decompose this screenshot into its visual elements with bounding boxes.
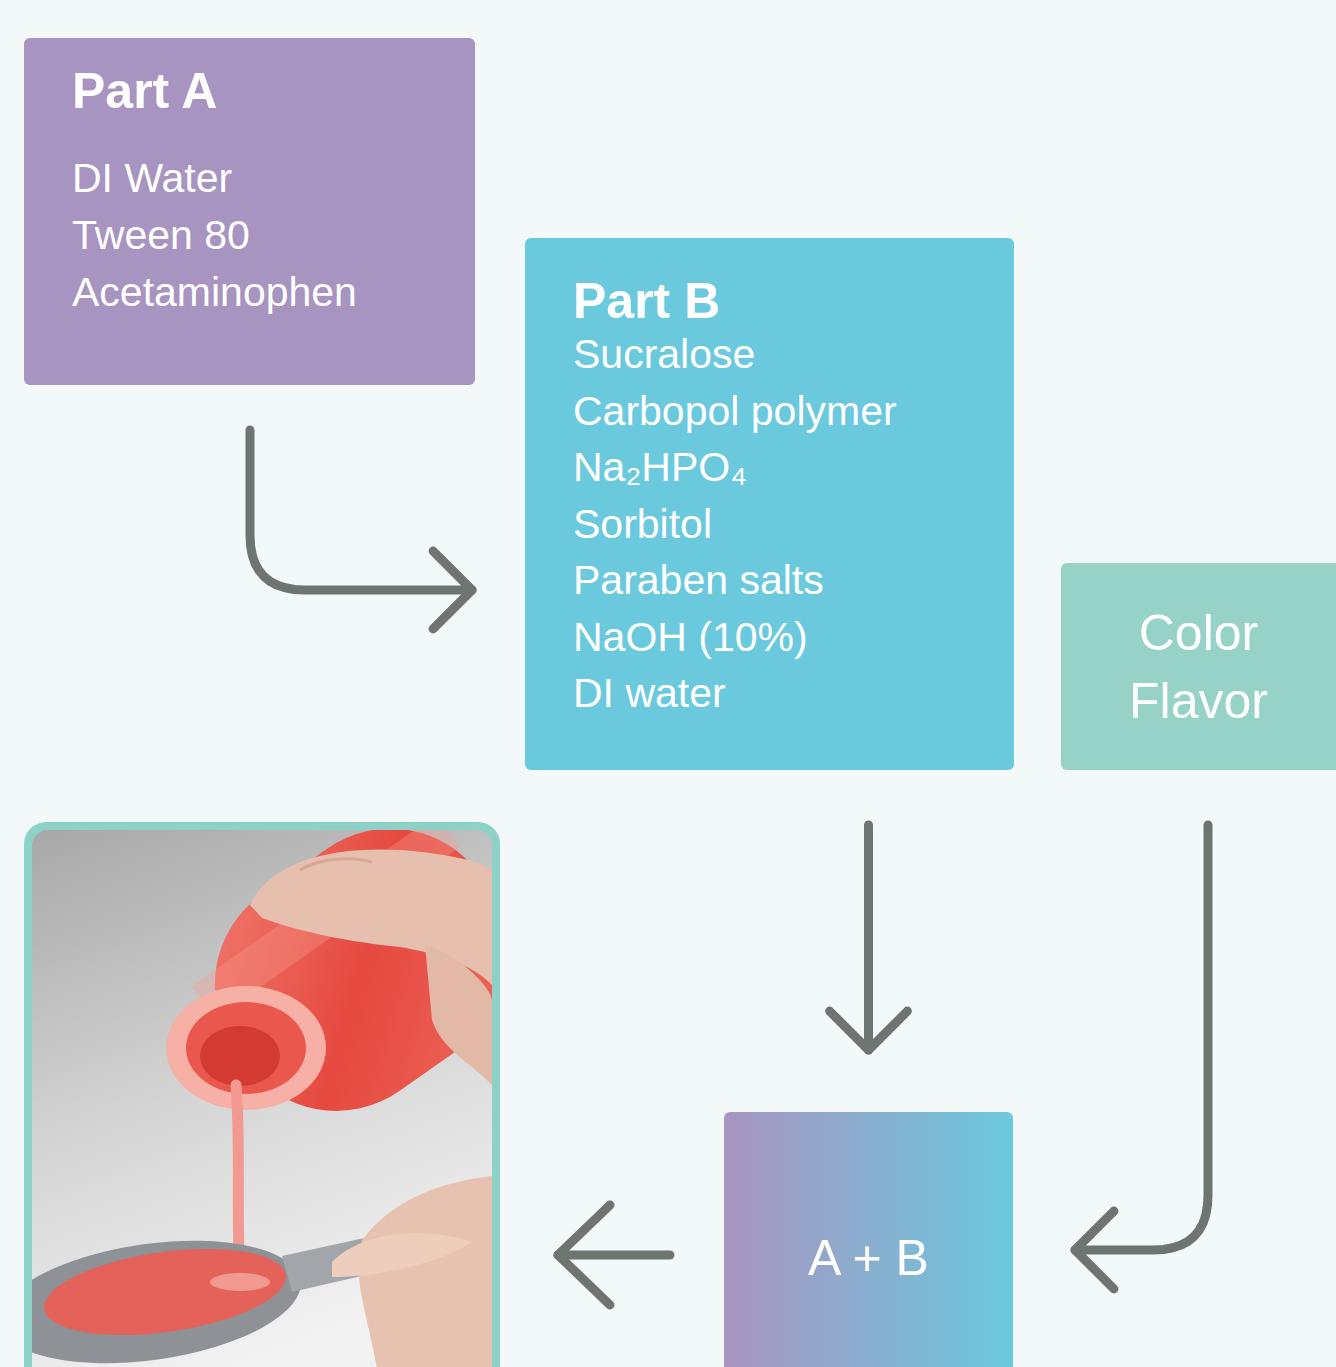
result-arrow (558, 1205, 670, 1305)
box-heading: A + B (808, 1228, 929, 1288)
arrow-head (558, 1205, 610, 1305)
syrup-photo (32, 830, 492, 1367)
flow-arrow (1075, 825, 1208, 1289)
arrow-line (1075, 825, 1208, 1250)
ingredient-item: Acetaminophen (72, 264, 357, 321)
box-heading: Part B (573, 276, 720, 326)
spoon-bowl (32, 1223, 309, 1367)
box-heading: Color (1139, 599, 1258, 667)
arrow-head (830, 1011, 908, 1050)
ingredient-item: Tween 80 (72, 207, 250, 264)
arrow-line (864, 825, 873, 1050)
ingredient-box: Part A DI WaterTween 80Acetaminophen (24, 38, 475, 385)
ingredient-item: Carbopol polymer (573, 383, 897, 440)
photo-frame (24, 822, 500, 1367)
ingredient-item: DI Water (72, 150, 232, 207)
finger-line (300, 859, 372, 870)
spoon-syrup (39, 1235, 292, 1348)
arrow-line (250, 430, 472, 590)
syrup-splash (210, 1273, 270, 1291)
ingredient-item: NaOH (10%) (573, 609, 808, 666)
ingredient-item: Flavor (1129, 667, 1268, 735)
ingredient-item: Sorbitol (573, 496, 712, 553)
arrow-head (433, 551, 472, 629)
bottle-rim (166, 986, 326, 1110)
bottle-opening (186, 1002, 306, 1094)
ingredient-item: Na₂HPO₄ (573, 439, 747, 496)
ingredient-item: DI water (573, 665, 726, 722)
box-heading: Part A (72, 61, 217, 121)
thumb (332, 1233, 472, 1277)
bottle-inside (200, 1026, 280, 1086)
flow-arrow (830, 825, 908, 1050)
mixture-box: A + B (724, 1112, 1013, 1367)
flow-arrow (250, 430, 472, 629)
arrow-line (558, 1251, 670, 1260)
ingredient-box: Part BSucraloseCarbopol polymerNa₂HPO₄So… (525, 238, 1014, 770)
ingredient-item: Paraben salts (573, 552, 824, 609)
hand (425, 945, 492, 1085)
additive-box: ColorFlavor (1061, 563, 1336, 770)
arrow-head (1075, 1211, 1114, 1289)
ingredient-item: Sucralose (573, 326, 755, 383)
